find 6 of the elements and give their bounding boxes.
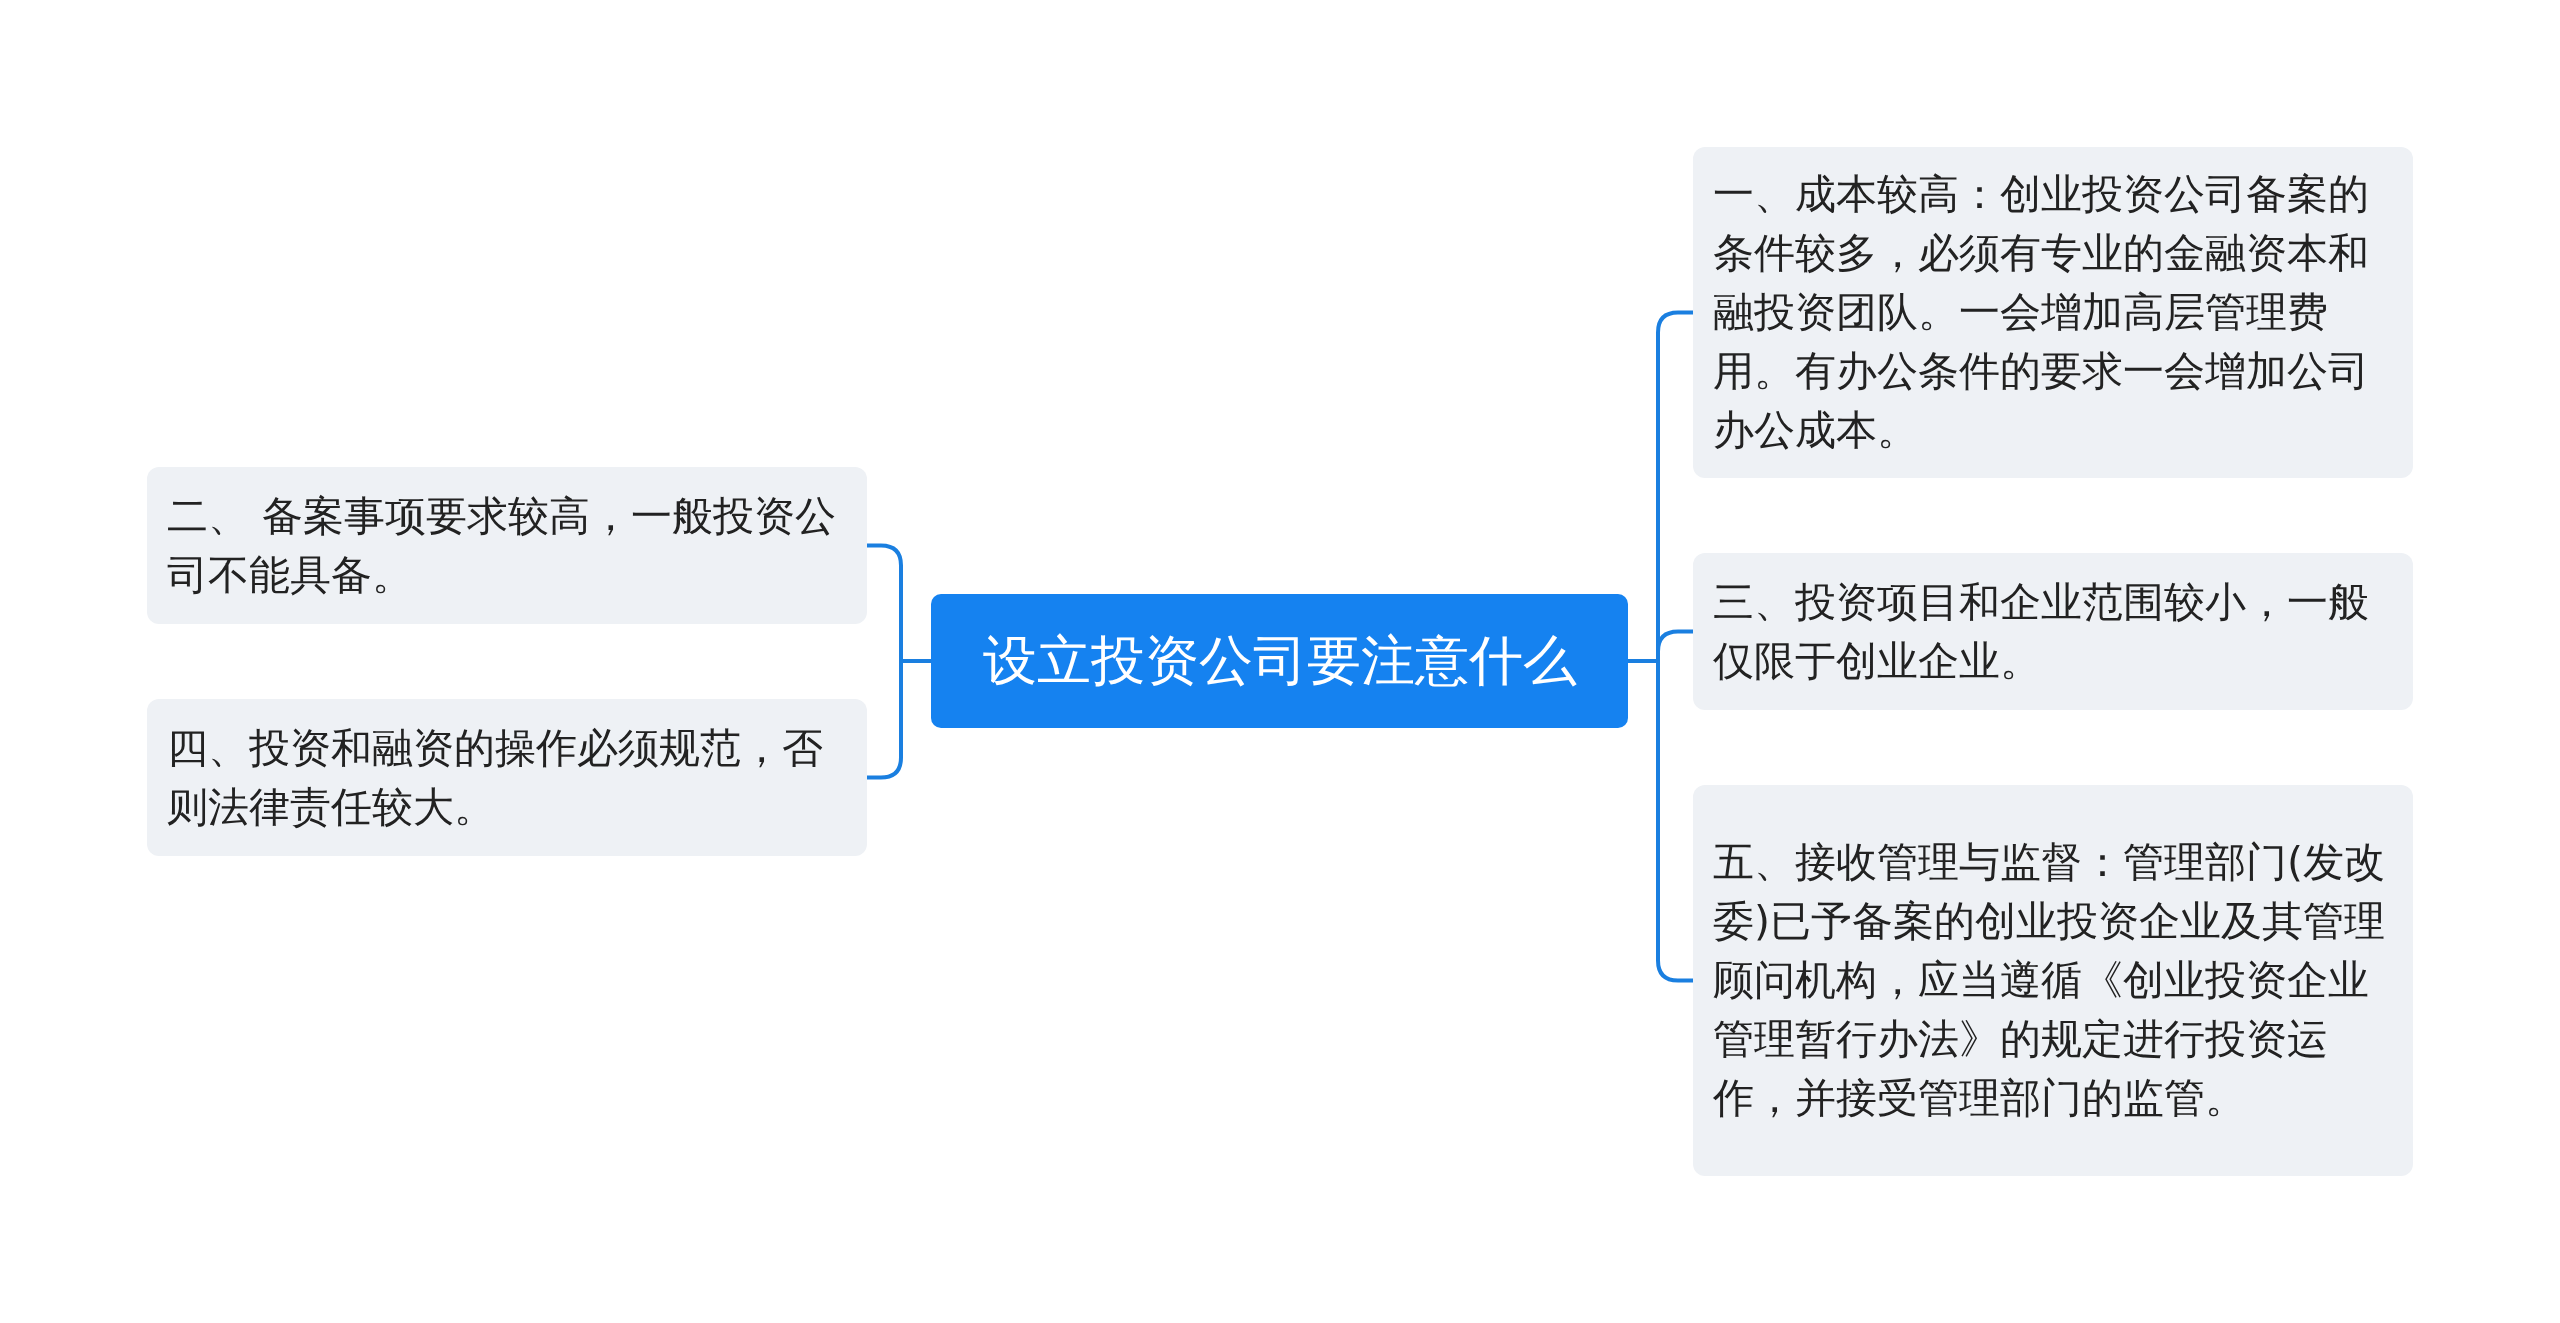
topic-box: 三、投资项目和企业范围较小，一般仅限于创业企业。 bbox=[1693, 553, 2413, 710]
topic-box: 二、 备案事项要求较高，一般投资公司不能具备。 bbox=[147, 467, 867, 624]
topic-box: 五、接收管理与监督：管理部门(发改委)已予备案的创业投资企业及其管理顾问机构，应当遵循《创业投资企业管理暂行办法》的规定进行投资运作，并接受管理部门的监管。 bbox=[1693, 785, 2413, 1176]
central-topic-box: 设立投资公司要注意什么 bbox=[931, 594, 1628, 728]
topic-box: 一、成本较高：创业投资公司备案的条件较多，必须有专业的金融资本和融投资团队。一会增加高层管理费用。有办公条件的要求一会增加公司办公成本。 bbox=[1693, 147, 2413, 478]
topic-box: 四、投资和融资的操作必须规范，否则法律责任较大。 bbox=[147, 699, 867, 856]
